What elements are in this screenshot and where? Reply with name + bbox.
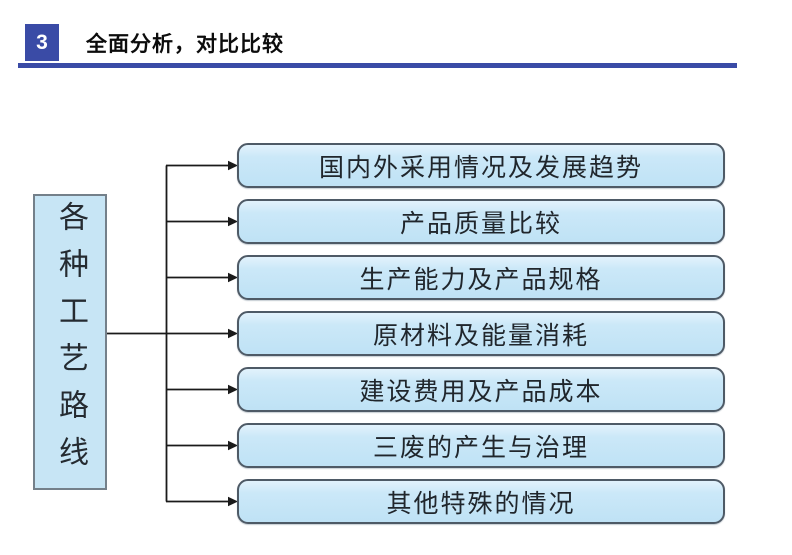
branch-node-label: 其他特殊的情况 bbox=[386, 490, 576, 518]
branch-node-other-special: 其他特殊的情况 bbox=[237, 479, 725, 524]
branch-node-waste-treatment: 三废的产生与治理 bbox=[237, 423, 725, 468]
branch-node-adoption-trends: 国内外采用情况及发展趋势 bbox=[237, 143, 725, 188]
branch-node-label: 国内外采用情况及发展趋势 bbox=[318, 154, 643, 182]
section-number-badge: 3 bbox=[25, 24, 59, 61]
root-node: 各种工艺路线 bbox=[33, 194, 107, 490]
branch-node-label: 产品质量比较 bbox=[399, 210, 562, 238]
branch-node-label: 建设费用及产品成本 bbox=[359, 378, 603, 406]
root-node-label: 各种工艺路线 bbox=[54, 201, 87, 483]
branch-node-materials-energy: 原材料及能量消耗 bbox=[237, 311, 725, 356]
header-divider bbox=[18, 63, 737, 68]
branch-node-label: 原材料及能量消耗 bbox=[372, 322, 589, 350]
branch-node-product-quality: 产品质量比较 bbox=[237, 199, 725, 244]
branch-node-label: 三废的产生与治理 bbox=[372, 434, 589, 462]
branch-node-cost: 建设费用及产品成本 bbox=[237, 367, 725, 412]
branch-node-capacity-specs: 生产能力及产品规格 bbox=[237, 255, 725, 300]
page-title: 全面分析，对比比较 bbox=[86, 32, 284, 56]
branch-node-label: 生产能力及产品规格 bbox=[359, 266, 603, 294]
